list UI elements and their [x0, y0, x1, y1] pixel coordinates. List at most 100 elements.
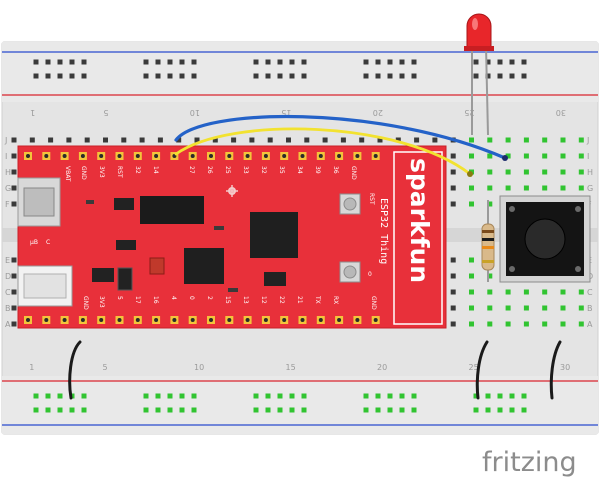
zero-button[interactable] — [339, 261, 361, 283]
header-pin-hole — [190, 154, 195, 158]
breadboard-hole — [469, 257, 474, 263]
breadboard-hole — [432, 137, 438, 143]
breadboard-hole — [505, 321, 511, 327]
rail-hole — [411, 59, 417, 65]
rail-hole — [179, 59, 185, 65]
breadboard-hole — [487, 185, 493, 191]
breadboard-hole — [487, 305, 493, 311]
header-pin-hole — [62, 154, 67, 158]
breadboard-hole — [469, 201, 474, 207]
rail-hole — [57, 407, 63, 413]
breadboard-hole — [487, 201, 493, 207]
rail-hole — [521, 407, 527, 413]
breadboard-hole — [11, 273, 17, 279]
header-pin-hole — [99, 318, 104, 322]
column-number: 15 — [281, 108, 291, 117]
header-pin-hole — [117, 154, 122, 158]
rail-hole — [387, 393, 393, 399]
breadboard-hole — [11, 305, 17, 311]
breadboard-hole — [523, 185, 529, 191]
top-pin-label: 34 — [296, 166, 303, 174]
rail-hole — [81, 393, 87, 399]
brand-panel — [393, 151, 443, 325]
rail-hole — [81, 73, 87, 79]
breadboard-hole — [176, 137, 182, 143]
row-letter: D — [5, 272, 11, 281]
board-model: ESP32 Thing — [378, 198, 389, 264]
breadboard-hole — [11, 169, 17, 175]
rst-button[interactable] — [339, 193, 361, 215]
breadboard-hole — [560, 169, 566, 175]
rail-hole — [399, 393, 405, 399]
small-ic-2 — [116, 240, 136, 250]
rail-hole — [143, 393, 149, 399]
top-power-strip — [2, 42, 598, 102]
breadboard-hole — [139, 137, 145, 143]
breadboard-hole — [505, 169, 511, 175]
column-number: 1 — [30, 108, 35, 117]
breadboard-hole — [578, 305, 584, 311]
breadboard-hole — [578, 289, 584, 295]
breadboard-hole — [542, 305, 548, 311]
pushbutton-icon[interactable] — [499, 195, 591, 283]
header-pin-hole — [373, 154, 378, 158]
breadboard-hole — [542, 321, 548, 327]
breadboard-hole — [121, 137, 127, 143]
rail-hole — [497, 393, 503, 399]
bottom-pin-label: 0 — [188, 296, 195, 300]
rail-hole — [301, 59, 307, 65]
breadboard-hole — [487, 321, 493, 327]
esp32-chip — [250, 212, 298, 258]
rail-hole — [375, 59, 381, 65]
row-letter: E — [5, 256, 10, 265]
header-pin-hole — [44, 154, 49, 158]
row-letter: C — [5, 288, 11, 297]
breadboard-hole — [11, 321, 17, 327]
top-pin-label: GND — [350, 166, 357, 180]
bottom-pin-label: 12 — [260, 296, 267, 304]
rail-hole — [363, 73, 369, 79]
rail-hole — [399, 407, 405, 413]
row-letter: F — [5, 200, 10, 209]
rail-hole — [45, 73, 51, 79]
breadboard-hole — [11, 137, 17, 143]
rail-hole — [363, 407, 369, 413]
rail-hole — [411, 407, 417, 413]
header-pin-hole — [154, 318, 159, 322]
header-pin-hole — [282, 318, 287, 322]
row-letter: A — [587, 320, 593, 329]
rail-hole — [179, 393, 185, 399]
header-pin-hole — [227, 318, 232, 322]
rail-hole — [33, 59, 39, 65]
breadboard-hole — [560, 137, 566, 143]
breadboard-hole — [340, 137, 346, 143]
column-number: 1 — [29, 363, 34, 372]
top-pin-label: 3V3 — [98, 166, 105, 178]
bottom-pin-label: 4 — [170, 296, 177, 300]
breadboard-hole — [505, 305, 511, 311]
column-number: 20 — [377, 363, 387, 372]
rst-button-label: RST — [368, 193, 375, 205]
rail-hole — [69, 59, 75, 65]
breadboard-hole — [450, 153, 456, 159]
breadboard-hole — [542, 289, 548, 295]
header-pin-hole — [135, 154, 140, 158]
rail-hole — [155, 73, 161, 79]
header-pin-hole — [62, 318, 67, 322]
rail-hole — [473, 407, 479, 413]
header-pin-hole — [44, 318, 49, 322]
header-pin-hole — [318, 154, 323, 158]
usb-label-right: C — [46, 239, 50, 246]
breadboard-hole — [505, 185, 511, 191]
rail-hole — [57, 73, 63, 79]
column-number: 10 — [194, 363, 204, 372]
row-letter: B — [5, 304, 11, 313]
fritzing-logo: fritzing — [482, 447, 577, 478]
rail-hole — [301, 407, 307, 413]
breadboard-hole — [414, 137, 420, 143]
breadboard-hole — [560, 321, 566, 327]
usb-label-left: μB — [30, 239, 38, 246]
header-pin-hole — [99, 154, 104, 158]
bottom-pin-label: GND — [82, 296, 89, 310]
